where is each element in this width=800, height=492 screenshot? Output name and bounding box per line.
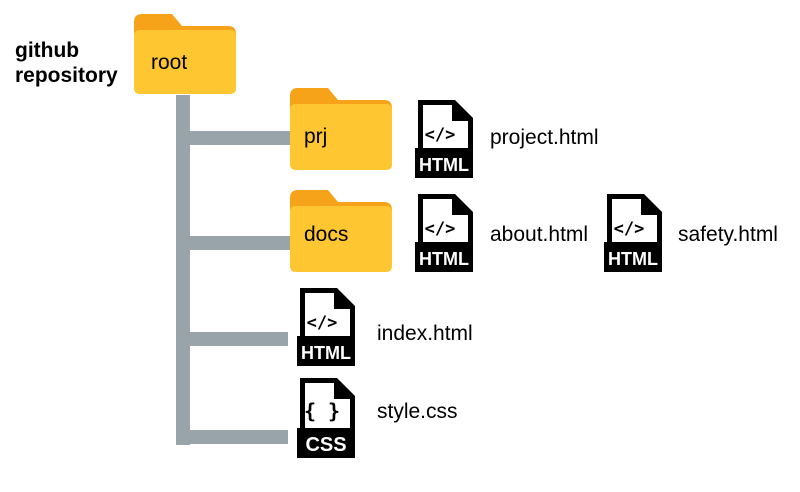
trunk-upper	[176, 95, 190, 348]
folder-docs[interactable]: docs	[290, 190, 392, 272]
folder-root[interactable]: root	[134, 14, 236, 94]
html-file-icon: </> HTML	[415, 194, 473, 272]
svg-text:HTML: HTML	[419, 249, 469, 269]
file-label-safety: safety.html	[678, 223, 778, 246]
svg-text:</>: </>	[307, 313, 338, 333]
file-label-about: about.html	[490, 223, 589, 246]
svg-text:CSS: CSS	[305, 434, 346, 456]
svg-text:</>: </>	[425, 125, 456, 145]
file-index-html[interactable]: </> HTML	[297, 288, 355, 366]
file-label-style: style.css	[377, 400, 458, 423]
file-about-html[interactable]: </> HTML	[415, 194, 473, 272]
repository-label-line2: repository	[15, 64, 118, 87]
folder-name-docs: docs	[304, 223, 349, 246]
folder-icon	[290, 88, 392, 170]
folder-icon	[290, 190, 392, 272]
folder-prj[interactable]: prj	[290, 88, 392, 170]
css-file-icon: { } CSS	[297, 378, 355, 458]
svg-text:</>: </>	[425, 219, 456, 239]
svg-text:{ }: { }	[304, 399, 340, 423]
folder-icon	[134, 14, 236, 94]
branch-prj	[176, 131, 290, 145]
file-label-project: project.html	[490, 126, 599, 149]
html-file-icon: </> HTML	[604, 194, 662, 272]
branch-index	[176, 332, 288, 346]
trunk-lower	[176, 348, 190, 445]
branch-docs	[176, 236, 290, 250]
repository-label-line1: github	[15, 39, 80, 62]
repository-label: github repository	[15, 38, 118, 88]
file-style-css[interactable]: { } CSS	[297, 378, 355, 458]
branch-style	[176, 430, 288, 444]
file-safety-html[interactable]: </> HTML	[604, 194, 662, 272]
svg-text:HTML: HTML	[419, 155, 469, 175]
svg-text:HTML: HTML	[301, 343, 351, 363]
file-label-index: index.html	[377, 322, 473, 345]
html-file-icon: </> HTML	[297, 288, 355, 366]
folder-name-root: root	[151, 51, 188, 74]
html-file-icon: </> HTML	[415, 100, 473, 178]
folder-name-prj: prj	[304, 125, 328, 148]
svg-text:HTML: HTML	[608, 249, 658, 269]
svg-text:</>: </>	[614, 219, 645, 239]
file-project-html[interactable]: </> HTML	[415, 100, 473, 178]
